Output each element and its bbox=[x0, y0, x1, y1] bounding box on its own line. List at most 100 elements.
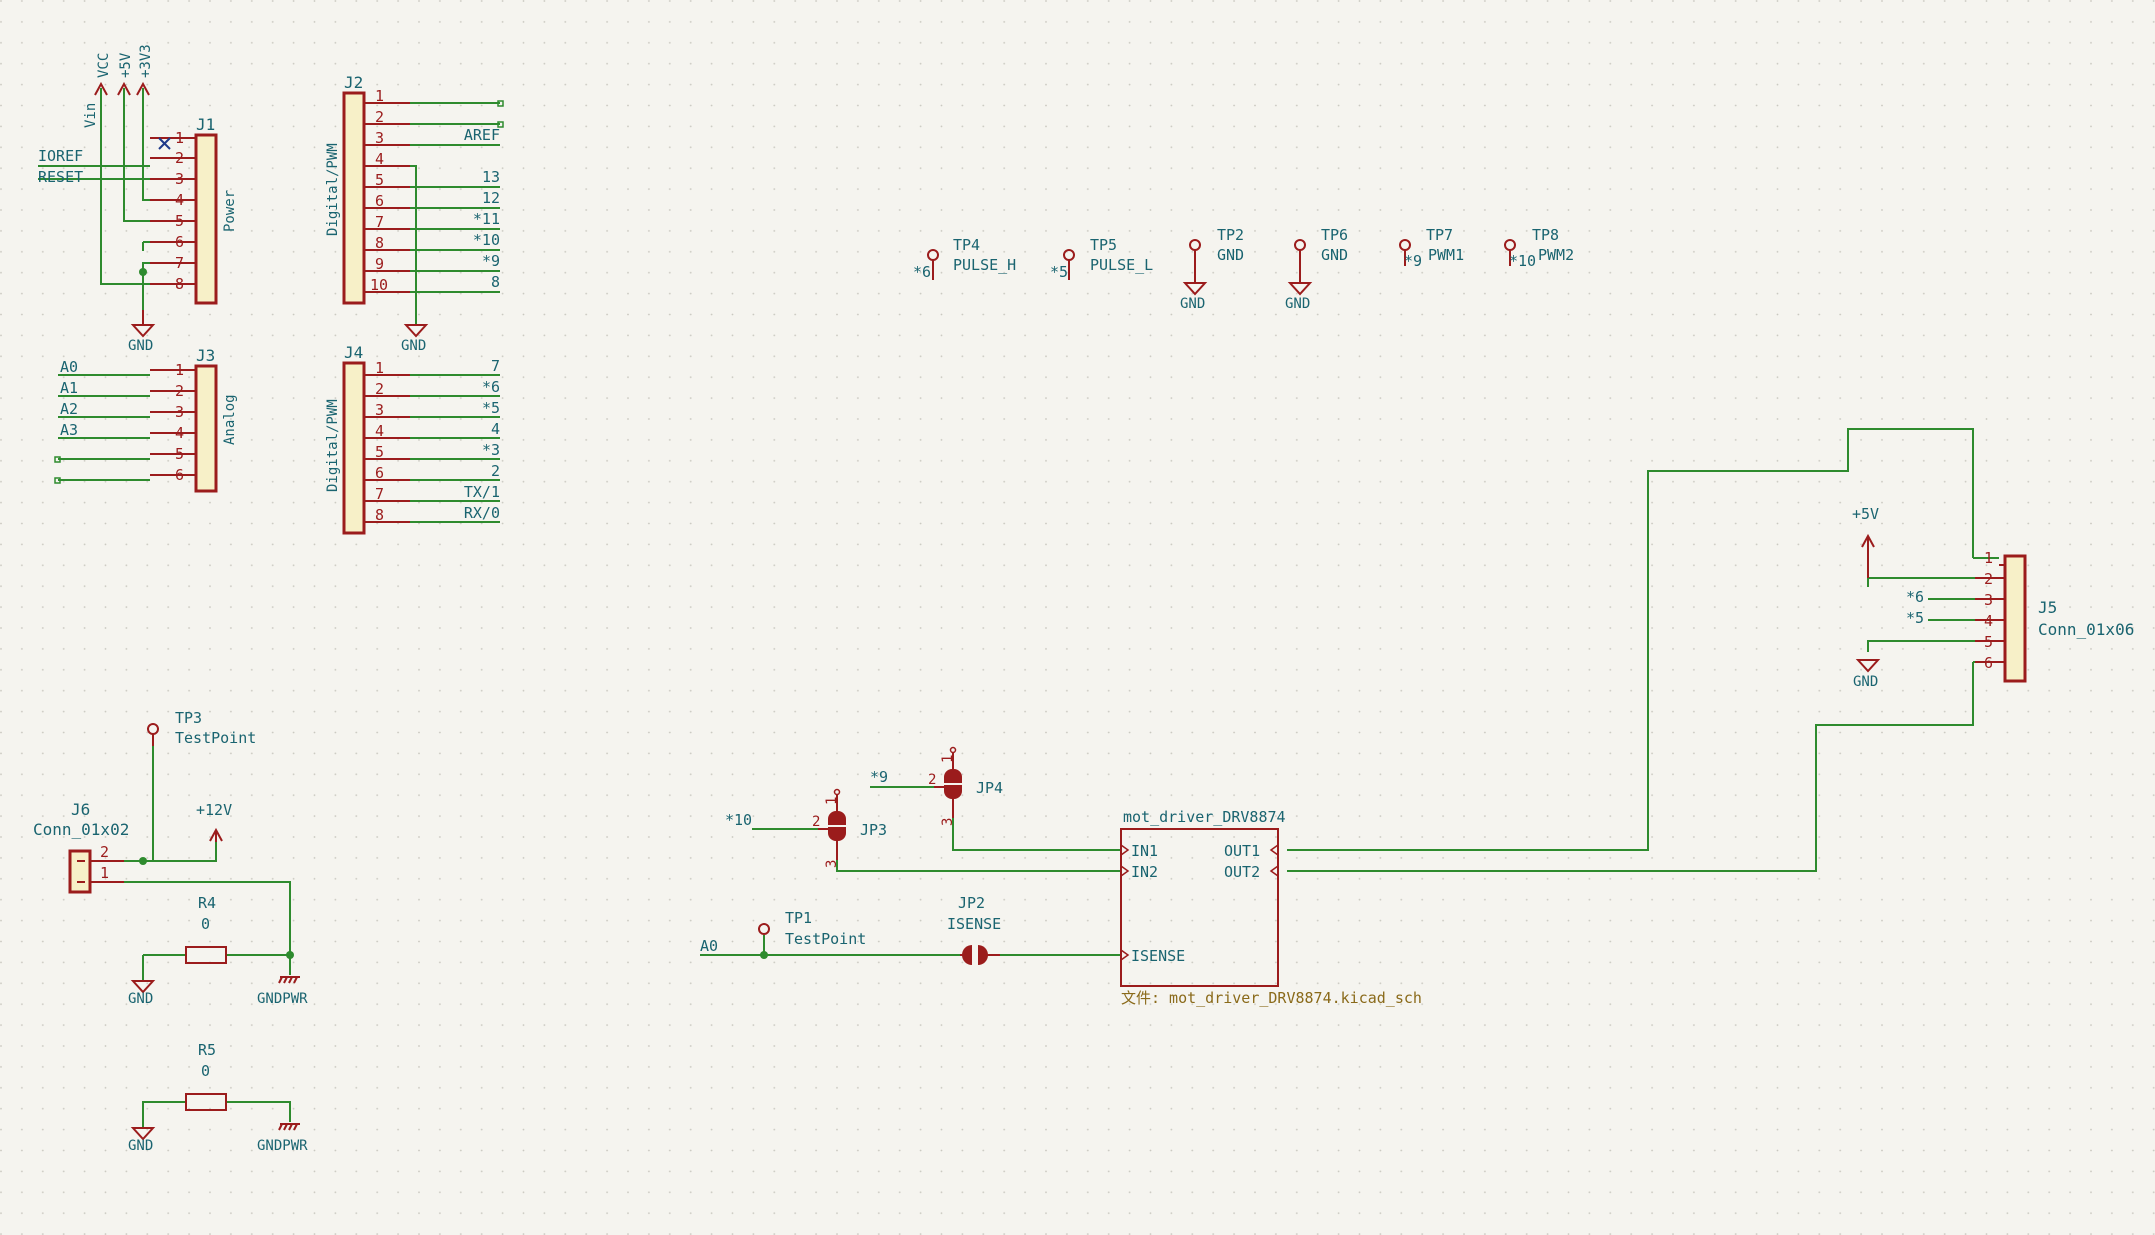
jp2-ref: JP2 bbox=[958, 894, 985, 912]
jp4-net: *9 bbox=[870, 768, 888, 786]
j4-net-2: 2 bbox=[491, 462, 500, 480]
j2-pin-10: 10 bbox=[370, 276, 388, 294]
j3-ref: J3 bbox=[196, 346, 215, 365]
tp8-value: PWM2 bbox=[1538, 246, 1574, 264]
testpoint-tp3[interactable] bbox=[147, 723, 159, 746]
tp7-net: *9 bbox=[1404, 252, 1422, 270]
tp2-ref: TP2 bbox=[1217, 226, 1244, 244]
j4-pin-6: 6 bbox=[375, 464, 384, 482]
jp3-ref: JP3 bbox=[860, 821, 887, 839]
j3-pin-5: 5 bbox=[175, 445, 184, 463]
j5-pin-6: 6 bbox=[1984, 654, 1993, 672]
j1-wires bbox=[38, 88, 150, 326]
j2-net-8: 8 bbox=[491, 273, 500, 291]
j1-pin-2: 2 bbox=[175, 149, 184, 167]
j4-pin-1: 1 bbox=[375, 359, 384, 377]
solder-jumper-jp3[interactable] bbox=[818, 788, 846, 861]
tp1-ref: TP1 bbox=[785, 909, 812, 927]
sheet-pin-isense: ISENSE bbox=[1131, 947, 1185, 965]
j4-net-5: *5 bbox=[482, 399, 500, 417]
j5-connector[interactable] bbox=[1975, 554, 2027, 683]
j2-net-aref: AREF bbox=[464, 126, 500, 144]
jp2-value: ISENSE bbox=[947, 915, 1001, 933]
tp8-net: *10 bbox=[1509, 252, 1536, 270]
j3-net-a0: A0 bbox=[60, 358, 78, 376]
tp1-junction bbox=[760, 951, 768, 959]
j5-value: Conn_01x06 bbox=[2038, 620, 2134, 639]
j2-net-10: *10 bbox=[473, 231, 500, 249]
solder-jumper-jp2[interactable] bbox=[960, 945, 1000, 965]
sheet-pin-shapes bbox=[1120, 843, 1279, 962]
tp6-value: GND bbox=[1321, 246, 1348, 264]
jp4-wires bbox=[870, 786, 1121, 851]
gnd-symbol-r4 bbox=[130, 980, 156, 994]
a0-net-label: A0 bbox=[700, 937, 718, 955]
solder-jumper-jp4[interactable] bbox=[934, 746, 962, 819]
j2-connector[interactable] bbox=[342, 91, 410, 305]
j2-pin-7: 7 bbox=[375, 213, 384, 231]
j4-ref: J4 bbox=[344, 343, 363, 362]
gnd-symbol-r5 bbox=[130, 1127, 156, 1141]
j6-connector[interactable] bbox=[68, 849, 124, 894]
j6-pin-2: 2 bbox=[100, 843, 109, 861]
tp6-ref: TP6 bbox=[1321, 226, 1348, 244]
j2-value: Digital/PWM bbox=[325, 143, 341, 236]
j2-net-12: 12 bbox=[482, 189, 500, 207]
j1-net-reset: RESET bbox=[38, 168, 83, 186]
j4-net-6: *6 bbox=[482, 378, 500, 396]
j4-pin-2: 2 bbox=[375, 380, 384, 398]
tp7-ref: TP7 bbox=[1426, 226, 1453, 244]
j3-net-a1: A1 bbox=[60, 379, 78, 397]
sheet-pin-out2: OUT2 bbox=[1224, 863, 1260, 881]
j6-pin-1: 1 bbox=[100, 864, 109, 882]
j3-connector[interactable] bbox=[150, 364, 218, 493]
testpoint-tp7[interactable] bbox=[1399, 239, 1411, 266]
j1-connector[interactable] bbox=[150, 133, 218, 305]
j1-pin-6: 6 bbox=[175, 233, 184, 251]
tp4-ref: TP4 bbox=[953, 236, 980, 254]
j2-pin-2: 2 bbox=[375, 108, 384, 126]
testpoint-tp6[interactable] bbox=[1287, 239, 1313, 296]
gnd-symbol-j5 bbox=[1855, 659, 1881, 673]
r5-value: 0 bbox=[201, 1062, 210, 1080]
j2-net-13: 13 bbox=[482, 168, 500, 186]
j3-pin-1: 1 bbox=[175, 361, 184, 379]
j3-value: Analog bbox=[222, 394, 238, 445]
j3-net-a2: A2 bbox=[60, 400, 78, 418]
testpoint-tp4[interactable] bbox=[927, 249, 939, 280]
j4-connector[interactable] bbox=[342, 361, 410, 535]
testpoint-tp5[interactable] bbox=[1063, 249, 1075, 280]
resistor-r5[interactable] bbox=[185, 1093, 227, 1111]
j2-pin-6: 6 bbox=[375, 192, 384, 210]
j1-pin-1: 1 bbox=[175, 129, 184, 147]
j5-pin-3: 3 bbox=[1984, 591, 1993, 609]
j4-pin-5: 5 bbox=[375, 443, 384, 461]
j1-value: Power bbox=[222, 190, 238, 232]
j4-pin-7: 7 bbox=[375, 485, 384, 503]
power-vin: Vin bbox=[83, 103, 99, 128]
tp8-ref: TP8 bbox=[1532, 226, 1559, 244]
hierarchical-sheet-drv8874[interactable] bbox=[1120, 828, 1279, 987]
resistor-r4[interactable] bbox=[185, 946, 227, 964]
testpoint-tp1[interactable] bbox=[758, 923, 770, 935]
power-5v: +5V bbox=[118, 52, 134, 78]
j3-pin-2: 2 bbox=[175, 382, 184, 400]
gndpwr-label-r4: GNDPWR bbox=[257, 991, 308, 1007]
power-vcc: VCC bbox=[96, 53, 112, 78]
power-arrows-j1 bbox=[94, 81, 150, 96]
testpoint-tp2[interactable] bbox=[1182, 239, 1208, 296]
j1-pin-4: 4 bbox=[175, 191, 184, 209]
testpoint-tp8[interactable] bbox=[1504, 239, 1516, 266]
sheet-pin-in1: IN1 bbox=[1131, 842, 1158, 860]
gnd-label-j1: GND bbox=[128, 338, 153, 354]
j2-net-11: *11 bbox=[473, 210, 500, 228]
tp1-value: TestPoint bbox=[785, 930, 866, 948]
tp5-net: *5 bbox=[1050, 263, 1068, 281]
gnd-label-r5: GND bbox=[128, 1138, 153, 1154]
tp2-value: GND bbox=[1217, 246, 1244, 264]
gnd-label-j2: GND bbox=[401, 338, 426, 354]
jp3-pin-2: 2 bbox=[812, 814, 820, 830]
j1-pin-7: 7 bbox=[175, 254, 184, 272]
tp4-value: PULSE_H bbox=[953, 256, 1016, 274]
